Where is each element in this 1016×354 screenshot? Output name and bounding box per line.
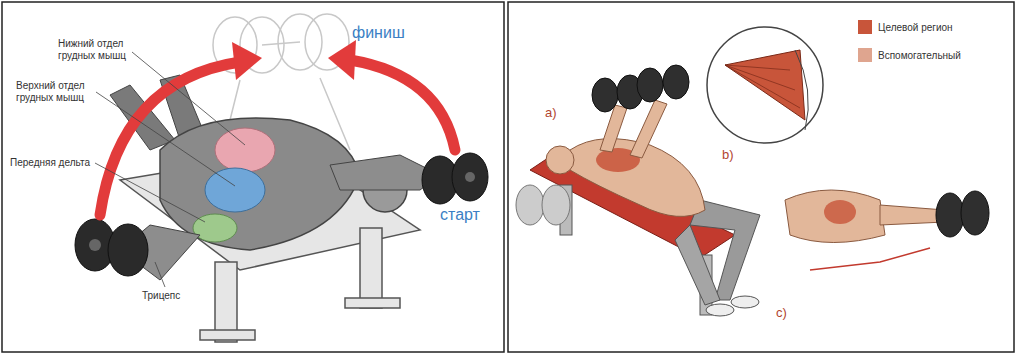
muscle-label: Верхний отдел грудных мышц bbox=[16, 80, 96, 103]
figure-letter: a) bbox=[545, 106, 557, 121]
legend-row: Вспомогательный bbox=[858, 48, 961, 62]
legend-swatch bbox=[858, 20, 872, 34]
figure-letter: b) bbox=[722, 148, 734, 163]
legend-swatch bbox=[858, 48, 872, 62]
legend-text: Целевой регион bbox=[878, 22, 953, 33]
phase-label: финиш bbox=[352, 24, 405, 42]
phase-label: старт bbox=[440, 206, 480, 224]
legend-row: Целевой регион bbox=[858, 20, 953, 34]
legend-text: Вспомогательный bbox=[878, 50, 961, 61]
muscle-label: Нижний отдел грудных мышц bbox=[58, 38, 136, 61]
muscle-label: Трицепс bbox=[142, 290, 180, 302]
figure-letter: c) bbox=[776, 306, 787, 321]
muscle-label: Передняя дельта bbox=[10, 157, 90, 169]
